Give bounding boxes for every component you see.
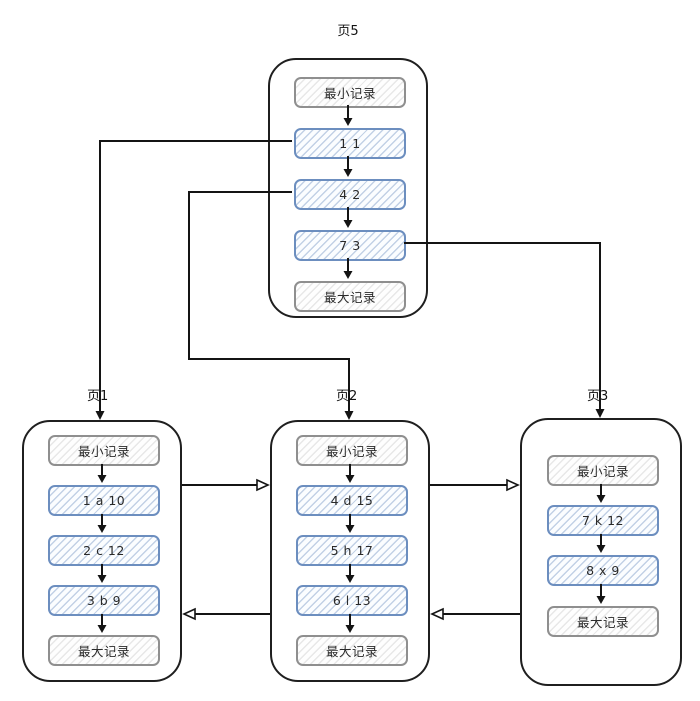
record-data: 2 c 12 xyxy=(48,535,160,566)
record-data: 6 l 13 xyxy=(296,585,408,616)
record-data: 7 k 12 xyxy=(547,505,659,536)
record-data: 4 d 15 xyxy=(296,485,408,516)
edge-page5-11-to-page1 xyxy=(99,140,292,412)
page-label-page2: 页2 xyxy=(336,389,358,404)
record-min: 最小记录 xyxy=(547,455,659,486)
page-node-page2: 最小记录 4 d 15 5 h 17 6 l 13 最大记录 xyxy=(270,420,430,682)
record-data: 1 1 xyxy=(294,128,406,159)
record-max: 最大记录 xyxy=(296,635,408,666)
record-max: 最大记录 xyxy=(547,606,659,637)
page-label-page3: 页3 xyxy=(587,389,609,404)
record-data: 1 a 10 xyxy=(48,485,160,516)
record-data: 8 x 9 xyxy=(547,555,659,586)
record-data: 5 h 17 xyxy=(296,535,408,566)
page-node-page3: 最小记录 7 k 12 8 x 9 最大记录 xyxy=(520,418,682,686)
record-min: 最小记录 xyxy=(294,77,406,108)
record-max: 最大记录 xyxy=(294,281,406,312)
page-node-page1: 最小记录 1 a 10 2 c 12 3 b 9 最大记录 xyxy=(22,420,182,682)
record-min: 最小记录 xyxy=(296,435,408,466)
record-data: 3 b 9 xyxy=(48,585,160,616)
edge-page5-73-to-page3 xyxy=(404,242,601,410)
record-max: 最大记录 xyxy=(48,635,160,666)
page-label-page5: 页5 xyxy=(337,24,359,39)
page-node-page5: 最小记录 1 1 4 2 7 3 最大记录 xyxy=(268,58,428,318)
record-min: 最小记录 xyxy=(48,435,160,466)
page-label-page1: 页1 xyxy=(87,389,109,404)
record-data: 7 3 xyxy=(294,230,406,261)
record-data: 4 2 xyxy=(294,179,406,210)
